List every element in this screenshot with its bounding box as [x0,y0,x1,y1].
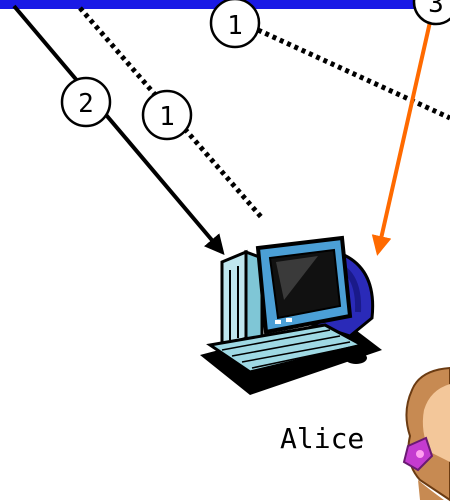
step-marker-label: 1 [159,102,175,132]
step-marker-solid-arrow: 2 [62,78,110,126]
host-label-alice: Alice [280,422,364,455]
step-marker-top-left: 1 [211,0,259,47]
step-marker-label: 1 [227,11,243,41]
step-marker-top-right: 3 [414,0,450,24]
step-marker-dotted-line: 1 [143,91,191,139]
highlight-arrow [378,22,430,252]
dotted-line-right [258,30,450,118]
step-marker-label: 2 [78,89,94,119]
solid-arrow [14,6,222,252]
step-marker-label: 3 [428,0,444,19]
girl-cartoon-icon [404,368,450,500]
desktop-computer-icon [200,238,382,395]
